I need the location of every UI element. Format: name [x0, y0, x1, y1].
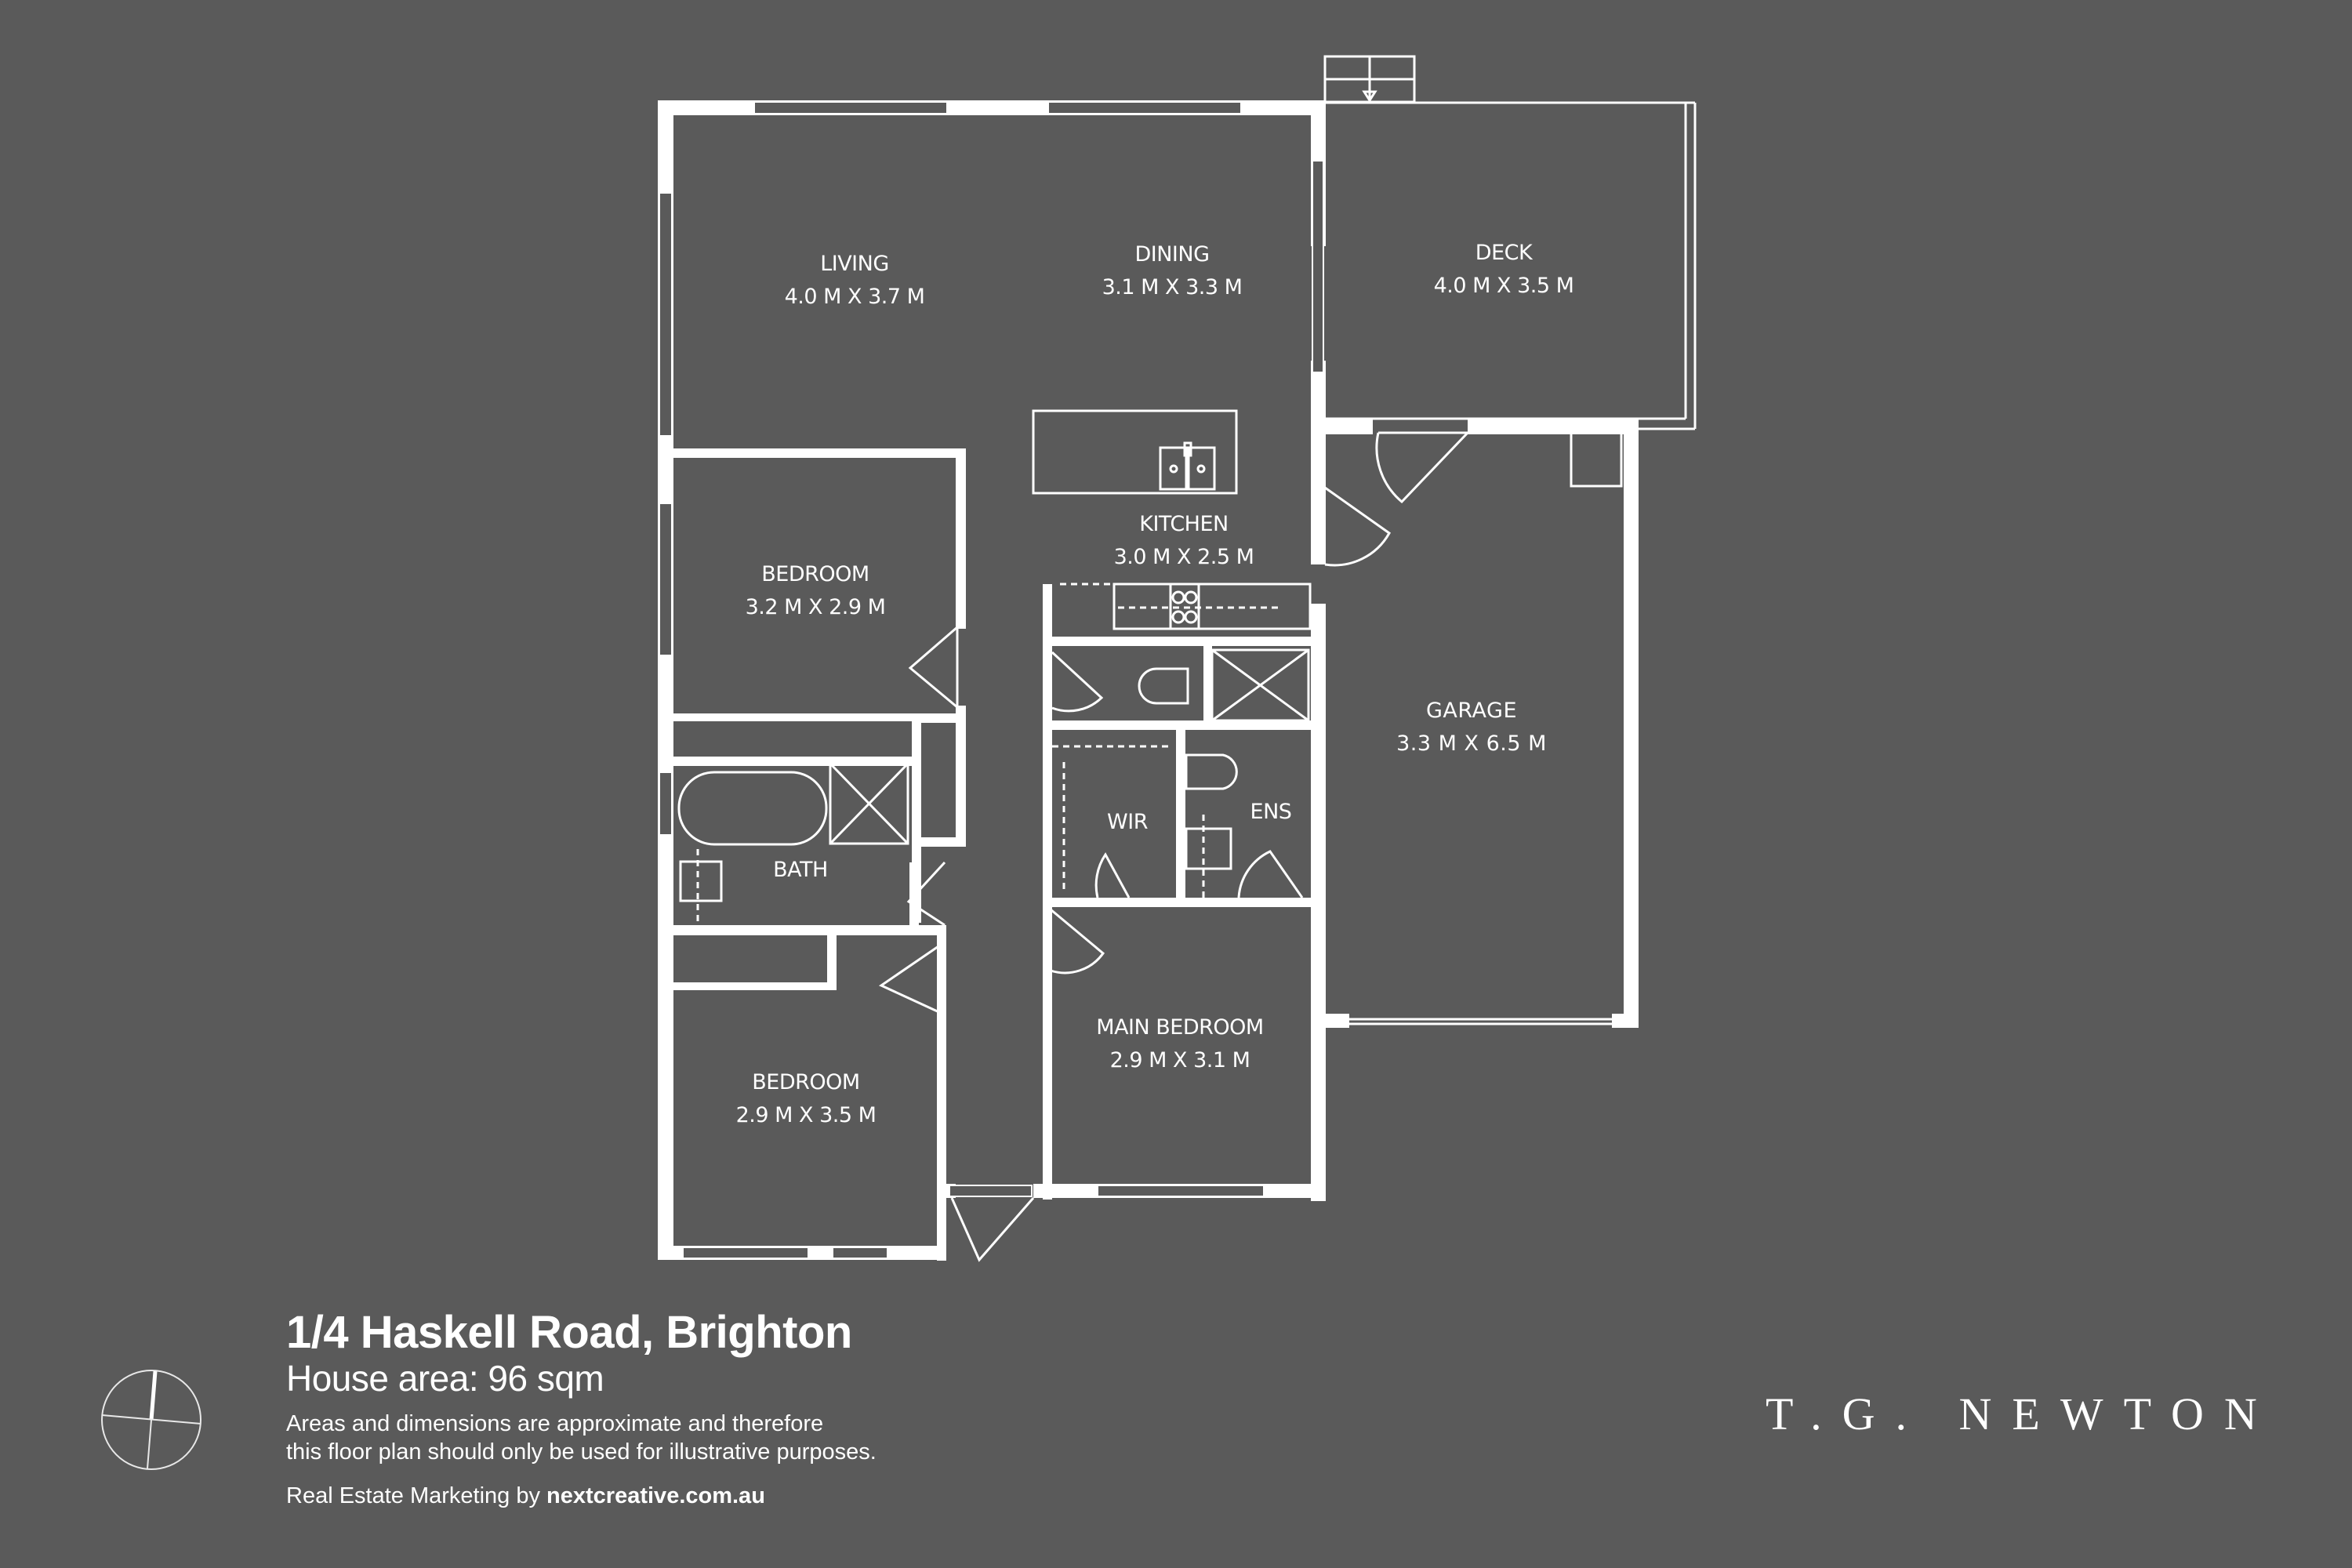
door-swings [878, 431, 1471, 1262]
room-dims: 2.9 M X 3.1 M [1109, 1048, 1250, 1073]
marketing-credit: Real Estate Marketing by nextcreative.co… [286, 1482, 877, 1510]
room-name: ENS [1250, 800, 1292, 824]
room-name: BEDROOM [761, 562, 869, 586]
room-dims: 3.1 M X 3.3 M [1102, 275, 1243, 299]
property-info: 1/4 Haskell Road, Brighton House area: 9… [286, 1308, 877, 1510]
room-name: WIR [1107, 810, 1148, 834]
room-name: GARAGE [1425, 699, 1518, 723]
room-wir: WIR [1107, 806, 1148, 839]
disclaimer-line-1: Areas and dimensions are approximate and… [286, 1411, 824, 1436]
room-bedroom-3: BEDROOM 2.9 M X 3.5 M [736, 1066, 877, 1132]
room-dims: 3.2 M X 2.9 M [745, 595, 886, 619]
agency-logo: T.G. NEWTON [1766, 1388, 2278, 1439]
windows [659, 101, 1324, 1259]
room-name: BEDROOM [752, 1070, 860, 1094]
room-living: LIVING 4.0 M X 3.7 M [785, 248, 925, 314]
credit-site-link[interactable]: nextcreative.com.au [546, 1483, 765, 1508]
room-name: KITCHEN [1139, 512, 1229, 536]
room-name: BATH [773, 858, 828, 882]
entry-steps [1323, 55, 1416, 103]
room-garage: GARAGE 3.3 M X 6.5 M [1396, 695, 1547, 760]
disclaimer: Areas and dimensions are approximate and… [286, 1410, 877, 1466]
room-name: LIVING [820, 252, 889, 276]
house-area: House area: 96 sqm [286, 1358, 604, 1399]
kitchen-bench [1060, 583, 1312, 630]
room-dims: 4.0 M X 3.5 M [1433, 274, 1574, 298]
room-name: DINING [1134, 242, 1210, 267]
property-address: 1/4 Haskell Road, Brighton [286, 1307, 852, 1358]
room-bath: BATH [773, 854, 828, 887]
room-ensuite: ENS [1250, 796, 1292, 829]
room-dims: 4.0 M X 3.7 M [784, 285, 925, 309]
room-dims: 3.0 M X 2.5 M [1113, 545, 1254, 569]
north-compass-icon [101, 1370, 201, 1470]
room-name: MAIN BEDROOM [1096, 1015, 1264, 1040]
room-dining: DINING 3.1 M X 3.3 M [1102, 238, 1243, 304]
kitchen-island [1032, 409, 1238, 495]
room-dims: 3.3 M X 6.5 M [1396, 731, 1547, 756]
room-name: DECK [1475, 241, 1533, 265]
wc-fixtures [1138, 648, 1310, 722]
bath-fixtures [677, 762, 909, 921]
credit-prefix: Real Estate Marketing by [286, 1483, 547, 1508]
room-main-bedroom: MAIN BEDROOM 2.9 M X 3.1 M [1096, 1011, 1264, 1077]
room-kitchen: KITCHEN 3.0 M X 2.5 M [1114, 508, 1254, 574]
room-deck: DECK 4.0 M X 3.5 M [1434, 237, 1574, 303]
room-dims: 2.9 M X 3.5 M [735, 1103, 877, 1127]
ensuite-fixtures [1052, 745, 1238, 898]
room-bedroom-2: BEDROOM 3.2 M X 2.9 M [746, 558, 886, 624]
disclaimer-line-2: this floor plan should only be used for … [286, 1439, 877, 1465]
